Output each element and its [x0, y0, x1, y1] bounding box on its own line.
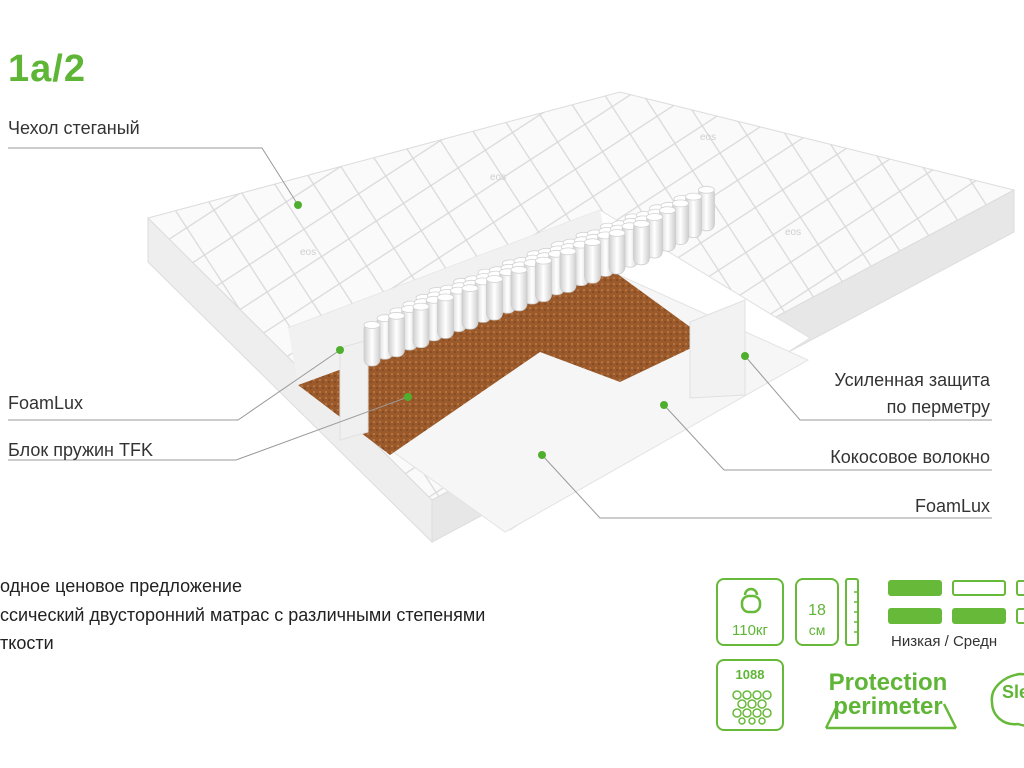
protection-title: Protection	[828, 669, 948, 696]
description-line-1: одное ценовое предложение	[0, 576, 242, 596]
product-title: 1a/2	[8, 48, 86, 90]
height-value: 18	[808, 602, 826, 619]
sleep-badge-text: Sle	[1002, 682, 1024, 702]
height-badge: 18 см	[795, 578, 839, 646]
firmness-bar	[888, 580, 942, 596]
springs-icon	[732, 690, 772, 725]
callout-perimeter-line2: по перметру	[886, 397, 990, 417]
spring-count-value: 1088	[735, 667, 765, 682]
height-unit: см	[808, 622, 826, 638]
protection-perimeter-frame	[824, 703, 958, 730]
marker-springs	[404, 393, 412, 401]
spring-pocket-top	[608, 229, 626, 237]
callout-foamlux-right: FoamLux	[914, 496, 990, 516]
spring-pocket-top	[535, 256, 552, 265]
protection-subtitle: perimeter	[833, 693, 943, 720]
spring-pocket-top	[363, 321, 381, 329]
firmness-label: Низкая / Средн	[891, 633, 998, 650]
callout-cover: Чехол стеганый	[8, 118, 140, 138]
spring-pocket-top	[672, 199, 689, 208]
callout-springs: Блок пружин TFK	[8, 440, 153, 460]
callout-coconut: Кокосовое волокно	[830, 447, 990, 467]
spring-pocket-top	[584, 238, 601, 247]
firmness-bar	[1016, 608, 1024, 624]
spring-pocket-top	[412, 302, 430, 311]
marker-perimeter	[741, 352, 749, 360]
spring-pocket-top	[486, 275, 503, 283]
svg-text:eos: eos	[785, 227, 801, 238]
spring-pocket-top	[461, 284, 479, 293]
spring-pocket-top	[646, 213, 663, 221]
marker-cover	[294, 201, 302, 209]
spring-pocket-top	[437, 293, 454, 302]
callout-foamlux-left: FoamLux	[8, 393, 84, 413]
callout-perimeter-line1: Усиленная защита	[834, 370, 990, 390]
spring-pocket-top	[633, 219, 650, 228]
firmness-bar	[952, 608, 1006, 624]
spring-pocket-top	[510, 265, 528, 274]
spring-pocket-top	[559, 247, 577, 256]
svg-text:eos: eos	[300, 247, 316, 258]
svg-text:eos: eos	[490, 172, 506, 183]
description-line-3: ткости	[0, 633, 54, 653]
sleep-badge-icon	[990, 672, 1024, 727]
firmness-bar	[1016, 580, 1024, 596]
spring-pocket-top	[388, 311, 405, 320]
marker-foamlux-left	[336, 346, 344, 354]
spring-count-badge: 1088	[716, 659, 784, 731]
spring-pocket-top	[698, 185, 715, 194]
height-ruler-icon	[845, 578, 859, 646]
marker-foamlux-right	[538, 451, 546, 459]
sleep-badge: Sle	[990, 670, 1024, 730]
marker-coconut	[660, 401, 668, 409]
spring-pocket-top	[659, 206, 676, 215]
spring-pocket-top	[685, 192, 702, 201]
svg-text:eos: eos	[700, 132, 716, 143]
firmness-bar	[888, 608, 942, 624]
description-line-2: ссический двусторонний матрас с различны…	[0, 605, 486, 625]
weight-value: 110кг	[732, 622, 768, 639]
firmness-bar	[952, 580, 1006, 596]
kettlebell-icon	[740, 587, 762, 614]
weight-badge: 110кг	[716, 578, 784, 646]
firmness-indicator	[888, 578, 1024, 628]
